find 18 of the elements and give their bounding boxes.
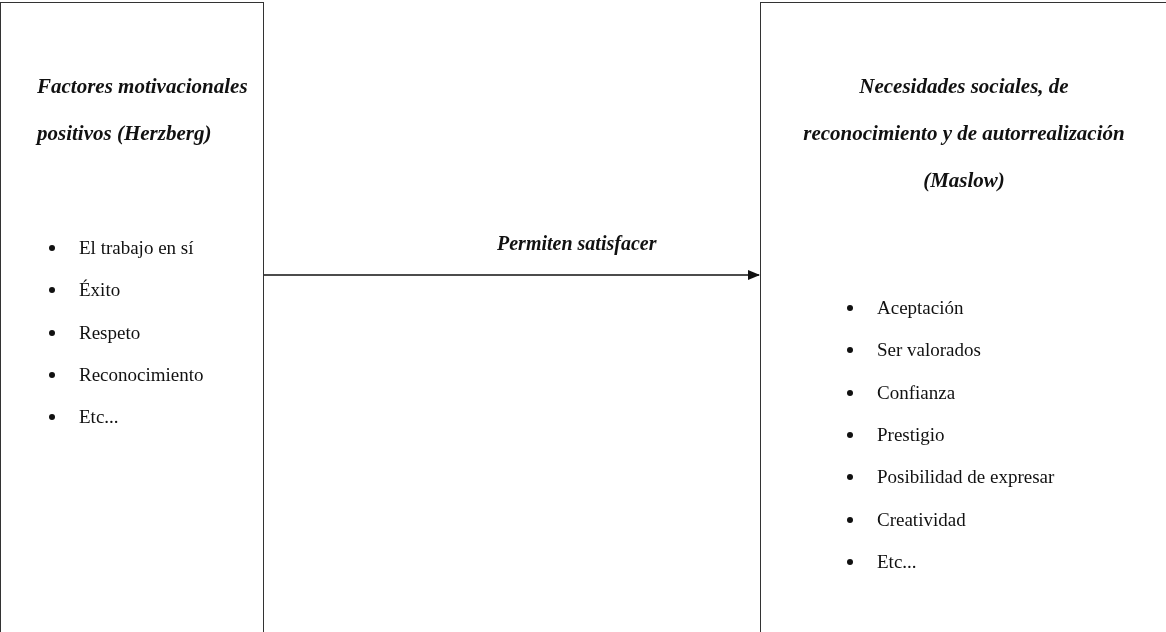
column-heading: Factores motivacionales positivos (Herzberg) — [37, 73, 249, 147]
list-item: Posibilidad de expresar — [877, 466, 1055, 489]
list-item: Respeto — [79, 321, 141, 344]
table-column — [0, 2, 264, 632]
list-item: El trabajo en sí — [79, 237, 194, 260]
list-item: Prestigio — [877, 424, 945, 447]
list-item: Ser valorados — [877, 339, 981, 362]
list-item: Aceptación — [877, 297, 964, 320]
list-item: Creatividad — [877, 508, 966, 531]
list-item: Etc... — [877, 550, 917, 573]
table-column — [760, 2, 1166, 632]
list-item: Confianza — [877, 381, 956, 404]
arrow — [263, 270, 760, 280]
column-heading: Necesidades sociales, de reconocimiento y de autorrealización (Maslow) — [802, 73, 1126, 194]
edge-label: Permiten satisfacer — [497, 232, 657, 255]
list-item: Etc... — [79, 406, 119, 429]
list-item: Éxito — [79, 279, 121, 302]
list-item: Reconocimiento — [79, 364, 204, 387]
